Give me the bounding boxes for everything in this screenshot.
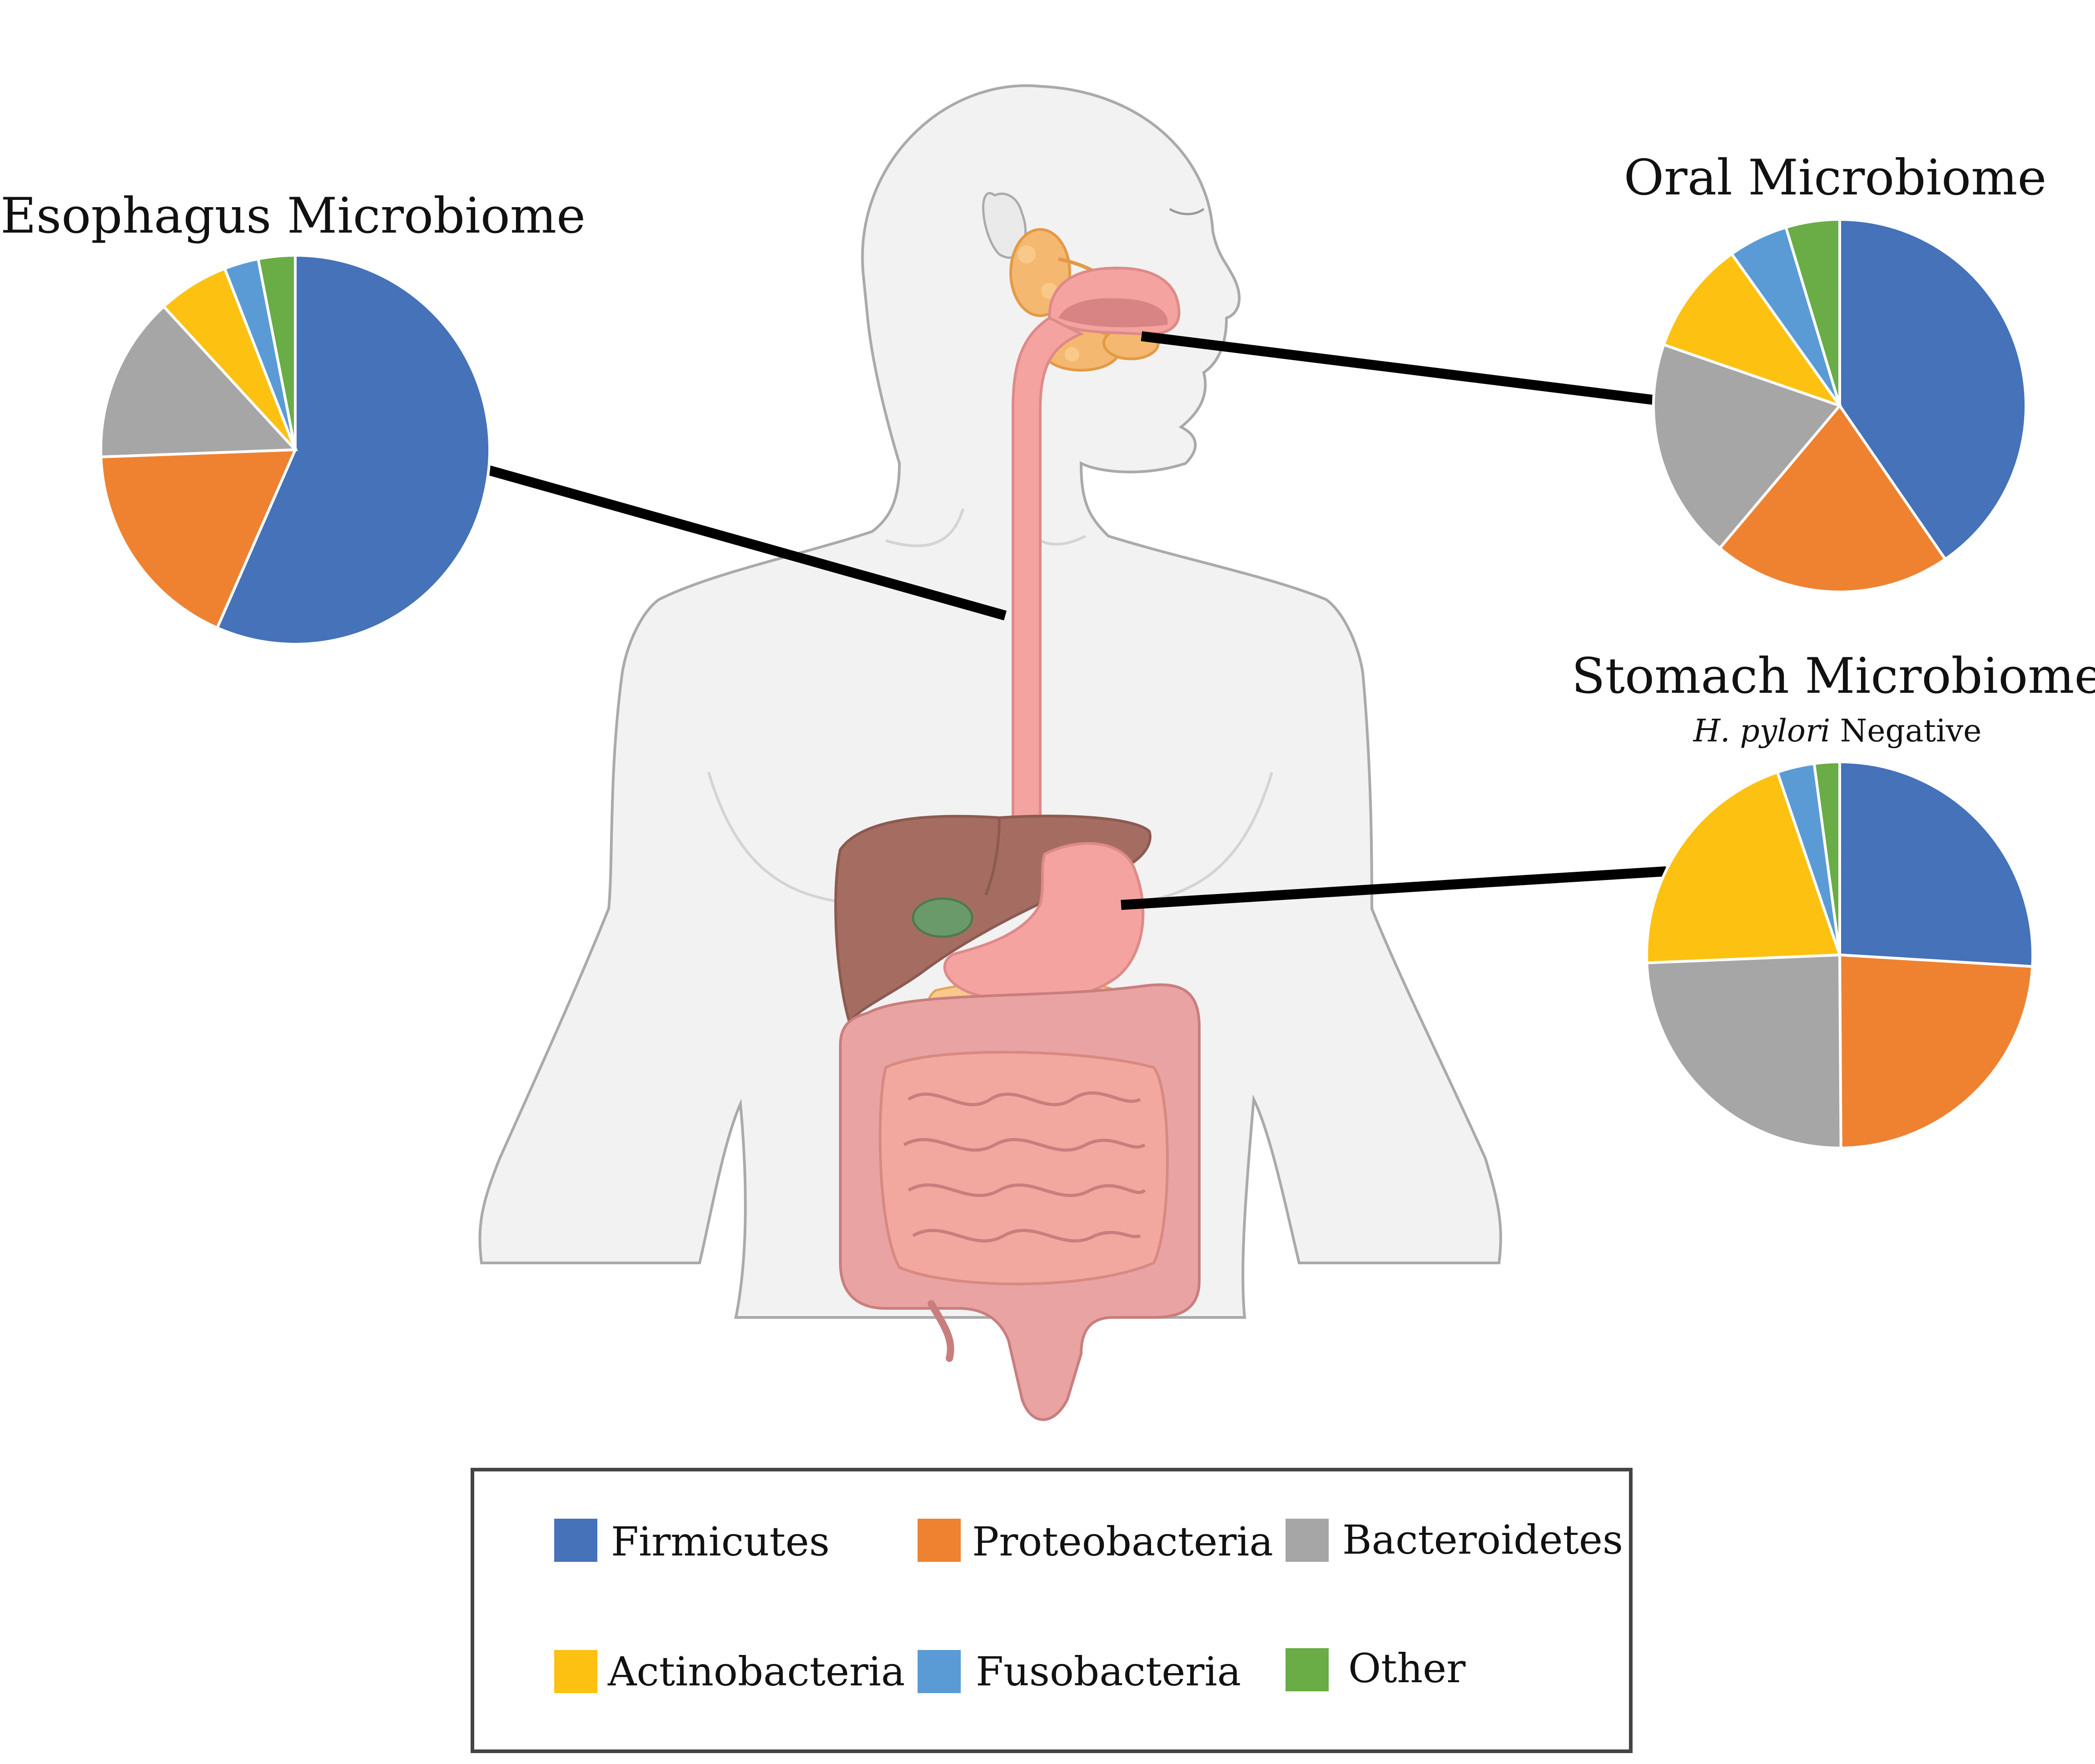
legend-label: Actinobacteria bbox=[607, 1648, 905, 1695]
legend-label: Bacteroidetes bbox=[1342, 1516, 1623, 1563]
legend-label: Firmicutes bbox=[611, 1518, 829, 1565]
legend-swatch bbox=[1286, 1648, 1329, 1691]
legend-item-bacteroidetes: Bacteroidetes bbox=[1286, 1516, 1623, 1563]
eye bbox=[1169, 208, 1205, 215]
pie-slice-proteobacteria bbox=[99, 448, 298, 630]
legend-item-proteobacteria: Proteobacteria bbox=[918, 1518, 1273, 1565]
legend-label: Proteobacteria bbox=[972, 1518, 1273, 1565]
small-intestine-folds bbox=[903, 1091, 1146, 1242]
pie-slice-other bbox=[1784, 218, 1841, 406]
pie-slice-proteobacteria bbox=[1718, 403, 1947, 593]
connector-stomach bbox=[1121, 866, 1667, 910]
pie-slice-bacteroidetes bbox=[1652, 343, 1842, 550]
legend-swatch bbox=[918, 1650, 961, 1693]
pie-slice-bacteroidetes bbox=[1645, 953, 1842, 1149]
pie-slice-actinobacteria bbox=[1662, 252, 1843, 408]
legend-box bbox=[471, 1468, 1633, 1753]
legend-label: Fusobacteria bbox=[976, 1648, 1241, 1695]
connector-lines bbox=[479, 331, 1667, 910]
pie-slice-proteobacteria bbox=[1838, 953, 2034, 1150]
body-outline bbox=[478, 84, 1502, 1319]
oral-title: Oral Microbiome bbox=[1624, 149, 2047, 206]
chest-contour bbox=[707, 508, 1273, 905]
connector-oral bbox=[1141, 331, 1653, 405]
gallbladder bbox=[912, 897, 973, 938]
pie-slice-other bbox=[256, 253, 297, 450]
legend-label: Other bbox=[1348, 1645, 1466, 1692]
legend-swatch bbox=[1286, 1519, 1329, 1562]
small-intestine bbox=[879, 1051, 1169, 1286]
digestive-organs bbox=[834, 228, 1201, 1421]
pie-slice-actinobacteria bbox=[162, 267, 297, 451]
connector-esophagus bbox=[479, 463, 1007, 621]
legend-item-firmicutes: Firmicutes bbox=[554, 1518, 829, 1565]
legend-swatch bbox=[918, 1519, 961, 1562]
pie-slice-firmicutes bbox=[215, 253, 491, 646]
stomach-subtitle-rest: Negative bbox=[1830, 713, 1981, 749]
body-silhouette bbox=[478, 84, 1502, 1319]
pie-slice-actinobacteria bbox=[1645, 770, 1842, 964]
legend-item-other: Other bbox=[1286, 1645, 1466, 1692]
stomach-subtitle: H. pylori Negative bbox=[1693, 713, 1982, 749]
legend-swatch bbox=[554, 1650, 597, 1693]
appendix bbox=[928, 1300, 954, 1362]
pie-slice-other bbox=[1812, 760, 1841, 955]
stomach-title: Stomach Microbiome bbox=[1572, 648, 2095, 705]
pie-slice-firmicutes bbox=[1838, 218, 2027, 561]
legend: Firmicutes Proteobacteria Bacteroidetes … bbox=[471, 1468, 1633, 1753]
legend-swatch bbox=[554, 1519, 597, 1562]
legend-item-actinobacteria: Actinobacteria bbox=[554, 1648, 905, 1695]
tongue bbox=[1058, 298, 1168, 328]
pie-slice-firmicutes bbox=[1838, 760, 2034, 968]
pie-slice-bacteroidetes bbox=[99, 304, 298, 458]
esophagus-title: Esophagus Microbiome bbox=[0, 188, 586, 244]
legend-item-fusobacteria: Fusobacteria bbox=[918, 1648, 1241, 1695]
pie-oral bbox=[1652, 218, 2027, 593]
stomach-subtitle-species: H. pylori bbox=[1693, 713, 1830, 749]
pie-esophagus bbox=[99, 253, 491, 646]
pie-stomach bbox=[1645, 760, 2034, 1150]
